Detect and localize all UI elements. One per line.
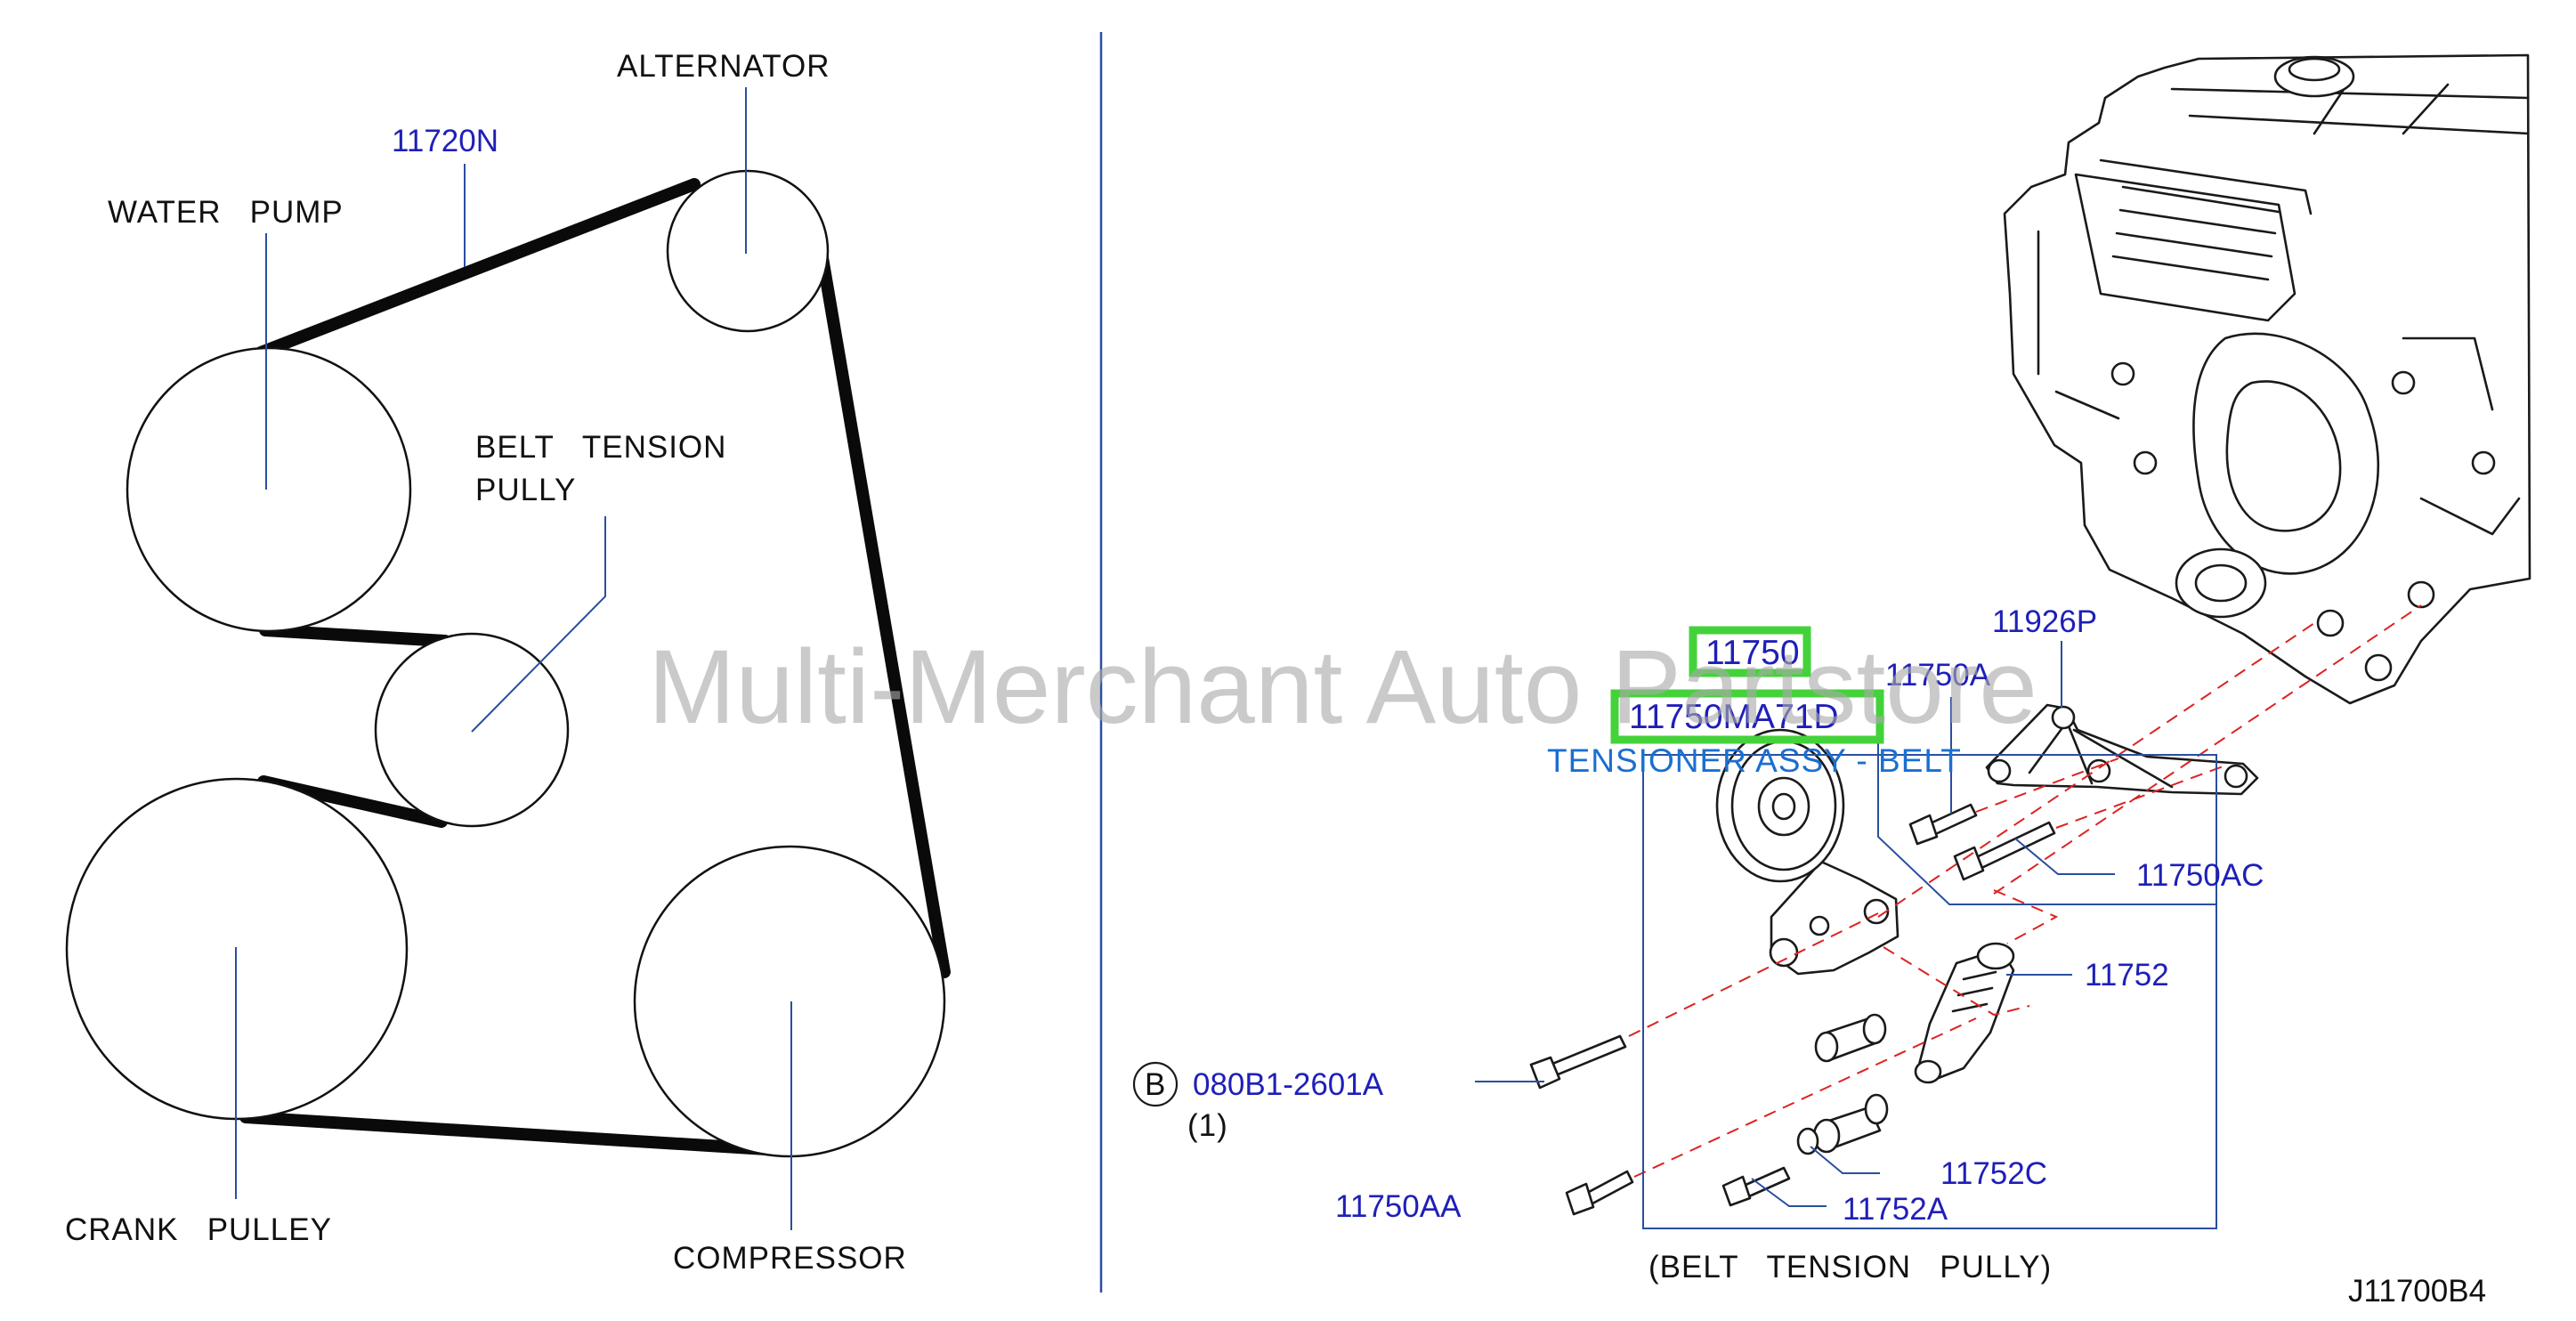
alternator-pulley [666, 169, 830, 333]
belt-segment [239, 1111, 787, 1156]
leader-line [1877, 723, 2216, 905]
belt-segment [814, 241, 951, 978]
water-pump-label: WATER PUMP [108, 195, 344, 230]
leader-line [1810, 1146, 1880, 1174]
bolt-marker: B [1145, 1067, 1165, 1102]
compressor-pulley [633, 845, 946, 1158]
bolt-quantity: (1) [1187, 1108, 1228, 1143]
hardware-illustrations [1529, 803, 2056, 1216]
tensioner-description: TENSIONER ASSY - BELT [1547, 742, 1962, 779]
callout-leaders [1475, 641, 2217, 1229]
crank-seal-inner [2194, 563, 2248, 603]
leader-line [471, 516, 606, 733]
leader-line [1751, 1178, 1827, 1207]
alignment-lines [1628, 604, 2422, 1178]
mount-boss [2407, 580, 2435, 609]
oil-cap-top [2288, 57, 2341, 82]
leader-line [2014, 838, 2115, 875]
belt-segment [255, 178, 701, 359]
water-pump-pulley [126, 346, 412, 633]
tensioner-arm-hole [1809, 915, 1830, 936]
timing-cover-inner [2225, 380, 2342, 532]
belt-routing-diagram: ALTERNATOR 11720N WATER PUMP BELT TENSIO… [65, 49, 951, 1276]
bolt-head [1529, 1056, 1561, 1090]
group-bracket [1642, 754, 2217, 1229]
diagram-code: J11700B4 [2348, 1274, 2486, 1309]
tensioner-arm-hole [1863, 898, 1890, 925]
alignment-line [1975, 758, 2119, 813]
mount-boss [2364, 653, 2393, 682]
damper-top-eye [1976, 942, 2015, 970]
damper-bottom-eye [1914, 1059, 1942, 1084]
part-11752C-label[interactable]: 11752C [1940, 1156, 2047, 1191]
part-11750A-label[interactable]: 11750A [1885, 658, 1991, 693]
alignment-line [1883, 946, 2030, 1017]
engine-outline [2003, 53, 2531, 705]
bushing-end [1814, 1031, 1839, 1063]
engine-rib [2037, 230, 2521, 536]
group-caption: (BELT TENSION PULLY) [1648, 1250, 2052, 1285]
belt-tension-label-2: PULLY [475, 473, 576, 507]
alignment-line [1993, 604, 2422, 895]
compressor-label: COMPRESSOR [673, 1241, 907, 1276]
timing-cover-outline [2192, 332, 2380, 575]
part-11750AC-label[interactable]: 11750AC [2136, 858, 2264, 893]
crank-pulley-label: CRANK PULLEY [65, 1212, 332, 1247]
part-11750-label[interactable]: 11750 [1705, 634, 1800, 672]
highlight-box [1610, 689, 1884, 744]
part-11752A-label[interactable]: 11752A [1843, 1192, 1948, 1227]
belt-part-number: 11720N [392, 124, 498, 158]
mount-boss [2316, 609, 2345, 637]
damper-rings [1951, 970, 1997, 1013]
damper-11752-illustration [1914, 942, 2015, 1084]
bolt-head [1565, 1182, 1595, 1216]
alignment-line [1877, 622, 2315, 918]
bolt-head [1721, 1175, 1752, 1207]
engine-cover-ribs [2111, 185, 2280, 281]
alignment-line [1993, 889, 2059, 944]
alternator-label: ALTERNATOR [617, 49, 830, 84]
highlight-box [1689, 626, 1811, 677]
bracket-hole [2224, 764, 2248, 789]
bolt-marker-circle [1132, 1061, 1179, 1107]
engine-cover-edge [2099, 158, 2313, 215]
bolt-head [1953, 846, 1985, 881]
mount-boss [2133, 450, 2158, 475]
part-11750MA71D-label[interactable]: 11750MA71D [1629, 698, 1839, 736]
engine-cover-edge [2074, 173, 2297, 322]
part-080B1-2601A-label[interactable]: 080B1-2601A [1193, 1067, 1384, 1102]
tensioner-assembly-illustration [1715, 728, 1900, 976]
bracket-hole [2051, 705, 2076, 730]
callout-labels: 11750 11750MA71D TENSIONER ASSY - BELT 1… [1132, 604, 2486, 1309]
belt-tension-label: BELT TENSION [475, 430, 726, 465]
bolt-head [1908, 814, 1939, 846]
watermark: Multi-Merchant Auto Partstore [648, 628, 2037, 746]
bracket-11926P-illustration [1985, 703, 2259, 796]
alignment-line [1628, 912, 1879, 1037]
alignment-line [1633, 1017, 1977, 1178]
bracket-hole [1987, 758, 2012, 783]
part-11750AA-label[interactable]: 11750AA [1335, 1189, 1462, 1224]
bushing-end [1864, 1093, 1889, 1125]
tensioner-arm-hole [1769, 937, 1799, 968]
mount-boss [2391, 370, 2416, 395]
mount-boss [2110, 361, 2135, 386]
alignment-line [2055, 765, 2226, 829]
mount-boss [2471, 450, 2496, 475]
engine-block-illustration [2003, 53, 2531, 705]
tensioner-pulley-bore [1771, 792, 1796, 821]
engine-head-edge [2170, 78, 2530, 135]
part-11926P-label[interactable]: 11926P [1992, 604, 2097, 639]
part-11752-label[interactable]: 11752 [2085, 958, 2169, 993]
belt-segment [259, 624, 451, 647]
bushing-end [1862, 1013, 1887, 1045]
